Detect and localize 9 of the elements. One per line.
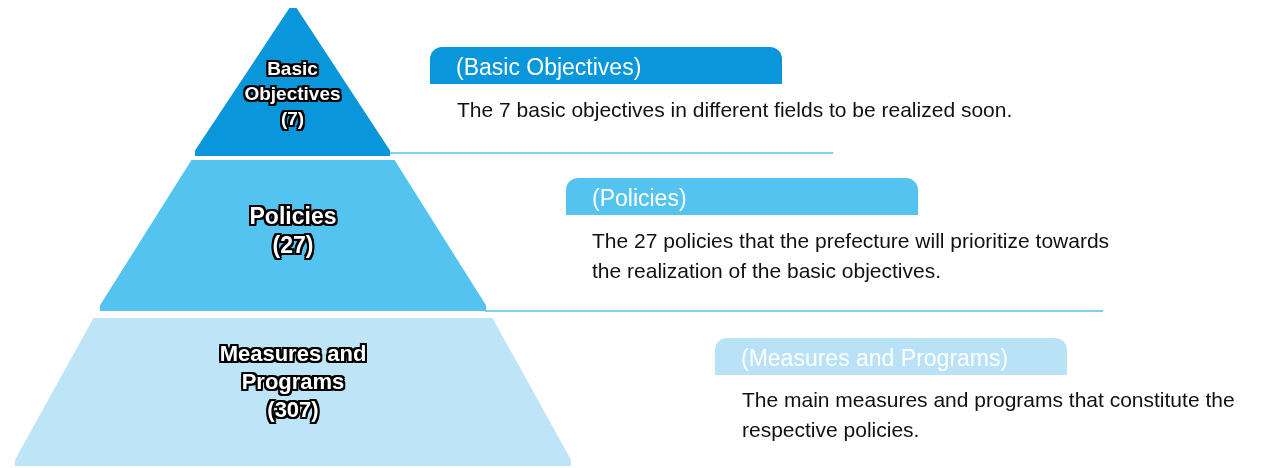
description-text: The 7 basic objectives in different fields to be realized soon.	[457, 97, 1014, 123]
description-text: The 27 policies that the prefecture will prioritize towards the realization of the basic objectives.	[592, 228, 1111, 284]
description-text: The main measures and programs that constitute the respective policies.	[742, 387, 1236, 443]
tier-label: Measures and Programs (307)	[218, 340, 368, 424]
tier-label: Policies (27)	[248, 202, 338, 260]
heading-tab: (Measures and Programs)	[715, 338, 1067, 375]
heading-tab: (Basic Objectives)	[430, 47, 782, 84]
tier-label: Basic Objectives (7)	[243, 57, 342, 131]
heading-tab: (Policies)	[566, 178, 918, 215]
